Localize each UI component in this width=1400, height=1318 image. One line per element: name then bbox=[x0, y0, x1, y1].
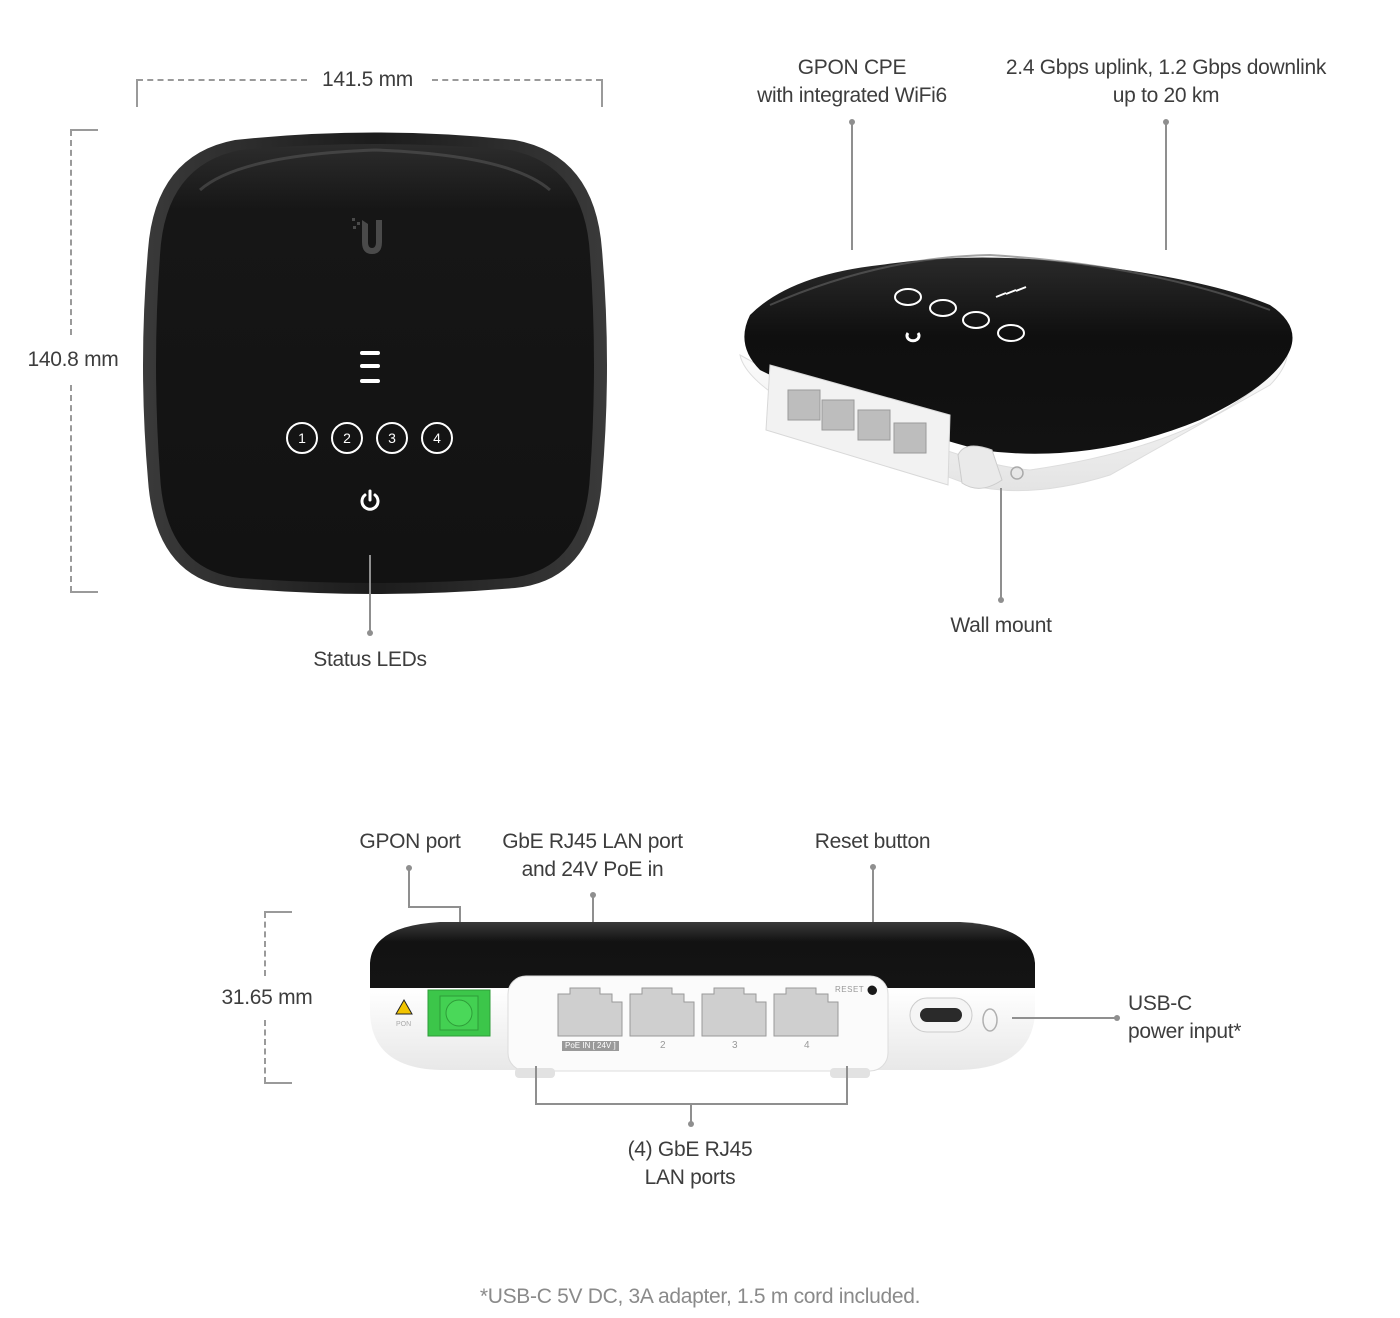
device-top-view bbox=[143, 132, 607, 594]
speed-range-label-line1: 2.4 Gbps uplink, 1.2 Gbps downlink bbox=[1005, 56, 1327, 79]
port-label-1: PoE IN [ 24V ] bbox=[562, 1041, 619, 1051]
reset-text: RESET bbox=[835, 985, 865, 994]
port-label-4: 4 bbox=[804, 1040, 810, 1051]
gpon-port-callout-line-2 bbox=[408, 906, 461, 908]
width-dimension-label: 141.5 mm bbox=[322, 68, 413, 91]
gpon-port-callout-line-1 bbox=[408, 868, 410, 908]
gpon-cpe-label-line2: with integrated WiFi6 bbox=[757, 84, 947, 107]
signal-bars-icon bbox=[360, 351, 380, 383]
rear-height-label: 31.65 mm bbox=[221, 986, 313, 1009]
poe-port-label: GbE RJ45 LAN port and 24V PoE in bbox=[480, 828, 705, 884]
device-angled-view bbox=[739, 253, 1293, 492]
width-dimension-line-left bbox=[137, 79, 307, 81]
height-dimension-label: 140.8 mm bbox=[27, 348, 119, 371]
reset-button[interactable] bbox=[868, 986, 877, 995]
wall-mount-callout-dot bbox=[998, 597, 1004, 603]
rear-height-top-tick bbox=[264, 911, 292, 913]
lan-ports-label-line1: (4) GbE RJ45 bbox=[627, 1138, 753, 1161]
status-leds-callout-dot bbox=[367, 630, 373, 636]
usb-c-label-line1: USB-C bbox=[1128, 992, 1192, 1015]
poe-port-label-line1: GbE RJ45 LAN port bbox=[502, 830, 683, 853]
speed-range-callout-line bbox=[1165, 122, 1167, 250]
height-dimension-top-tick bbox=[70, 129, 98, 131]
wall-mount-label: Wall mount bbox=[950, 614, 1052, 637]
status-leds-label: Status LEDs bbox=[313, 648, 427, 671]
led-1: 1 bbox=[286, 422, 318, 454]
port-label-3: 3 bbox=[732, 1040, 738, 1051]
rear-height-line-top bbox=[264, 912, 266, 976]
gpon-port-label: GPON port bbox=[359, 830, 461, 853]
speed-range-label-line2: up to 20 km bbox=[1112, 84, 1220, 107]
width-dimension-left-tick bbox=[136, 79, 138, 107]
reset-button-label: Reset button bbox=[814, 830, 931, 853]
power-icon bbox=[360, 489, 380, 511]
lan-ports-label-line2: LAN ports bbox=[644, 1166, 736, 1189]
led-4: 4 bbox=[421, 422, 453, 454]
poe-port-label-line2: and 24V PoE in bbox=[521, 858, 664, 881]
rear-height-bottom-tick bbox=[264, 1082, 292, 1084]
led-2: 2 bbox=[331, 422, 363, 454]
lan-ports-label: (4) GbE RJ45 LAN ports bbox=[590, 1136, 790, 1192]
usb-c-callout-line bbox=[1012, 1017, 1117, 1019]
lan-ports-callout-dot bbox=[688, 1121, 694, 1127]
height-dimension-line-bottom bbox=[70, 385, 72, 592]
pon-text: PON bbox=[396, 1021, 412, 1028]
height-dimension-bottom-tick bbox=[70, 591, 98, 593]
height-dimension-line-top bbox=[70, 130, 72, 335]
gpon-cpe-callout-line bbox=[851, 122, 853, 250]
lan-ports-bracket-stem bbox=[690, 1104, 692, 1124]
width-dimension-right-tick bbox=[601, 79, 603, 107]
usb-c-callout-dot bbox=[1114, 1015, 1120, 1021]
width-dimension-line-right bbox=[432, 79, 602, 81]
status-leds-callout-line bbox=[369, 555, 371, 633]
device-rear-view bbox=[370, 922, 1035, 1078]
lan-ports-bracket-right bbox=[846, 1066, 848, 1104]
usb-c-label: USB-C power input* bbox=[1128, 990, 1268, 1046]
led-3: 3 bbox=[376, 422, 408, 454]
ubiquiti-logo-icon bbox=[352, 218, 382, 254]
footnote: *USB-C 5V DC, 3A adapter, 1.5 m cord inc… bbox=[479, 1285, 921, 1308]
speed-range-label: 2.4 Gbps uplink, 1.2 Gbps downlink up to… bbox=[980, 54, 1352, 110]
usb-c-label-line2: power input* bbox=[1128, 1020, 1242, 1043]
gpon-cpe-label: GPON CPE with integrated WiFi6 bbox=[722, 54, 982, 110]
wall-mount-callout-line bbox=[1000, 488, 1002, 600]
gpon-cpe-label-line1: GPON CPE bbox=[797, 56, 907, 79]
reset-button-callout-line bbox=[872, 867, 874, 970]
rear-height-line-bottom bbox=[264, 1020, 266, 1083]
port-label-2: 2 bbox=[660, 1040, 666, 1051]
lan-ports-bracket-left bbox=[535, 1066, 537, 1104]
